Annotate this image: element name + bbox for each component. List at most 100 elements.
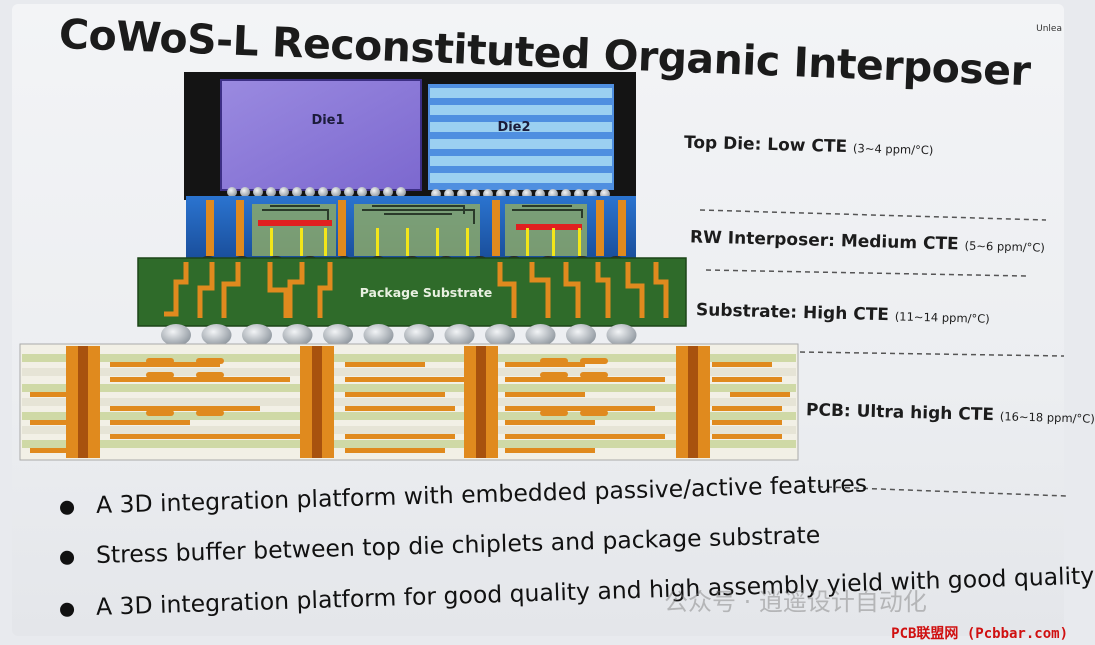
bga-ball	[363, 324, 394, 346]
substrate-trace	[497, 262, 517, 318]
pcb-via	[312, 346, 322, 458]
substrate-trace	[197, 262, 215, 318]
interposer-via	[300, 228, 303, 256]
corner-text: Unlea	[1036, 24, 1062, 34]
pcb-copper-trace	[110, 406, 260, 411]
micro-bump	[292, 187, 302, 197]
pcb-copper-trace	[345, 362, 425, 367]
pcb-pad	[196, 410, 224, 416]
micro-bump	[370, 187, 380, 197]
die2-block: Die2	[428, 84, 614, 190]
pcb-copper-trace	[345, 434, 455, 439]
die2-layer	[430, 122, 612, 132]
micro-bump	[227, 187, 237, 197]
pcb-pad	[196, 372, 224, 378]
pcb-core-layer	[22, 354, 796, 362]
pcb-copper-trace	[110, 420, 190, 425]
pcb-pad	[146, 358, 174, 364]
die1-block: Die1	[220, 79, 422, 191]
pcb-copper-trace	[505, 406, 655, 411]
substrate-trace	[563, 262, 581, 318]
micro-bump	[396, 187, 406, 197]
interposer-via	[436, 228, 439, 256]
interposer-via	[618, 200, 626, 256]
pcb-copper-trace	[30, 420, 90, 425]
bga-ball	[201, 324, 232, 346]
interposer-via	[492, 200, 500, 256]
bga-ball	[566, 324, 596, 346]
pcb-copper-trace	[345, 377, 465, 382]
interposer-via	[406, 228, 409, 256]
footer-source: PCB联盟网 (Pcbbar.com)	[891, 626, 1068, 642]
micro-bump	[318, 187, 328, 197]
die2-layer	[430, 173, 612, 183]
pcb-via	[476, 346, 486, 458]
interposer-via	[324, 228, 327, 256]
pcb-pad	[146, 372, 174, 378]
die1-label: Die1	[311, 113, 344, 128]
bullet-dot	[59, 602, 75, 617]
bga-ball	[444, 324, 475, 346]
bullet-dot	[59, 550, 75, 565]
bullet-dot	[59, 500, 75, 515]
pcb-copper-trace	[505, 448, 595, 453]
pcb-board	[19, 343, 799, 461]
package-substrate-label: Package Substrate	[360, 285, 493, 300]
rw-interposer	[186, 196, 636, 258]
die2-layer	[430, 105, 612, 115]
pcb-copper-trace	[505, 434, 665, 439]
pcb-copper-trace	[110, 377, 290, 382]
pcb-core-layer	[22, 398, 796, 406]
micro-bump	[357, 187, 367, 197]
interposer-via	[338, 200, 346, 256]
substrate-trace	[595, 262, 611, 318]
micro-bump	[266, 187, 276, 197]
interposer-via	[376, 228, 379, 256]
pcb-pad	[580, 410, 608, 416]
micro-bump	[253, 187, 263, 197]
pcb-pad	[580, 358, 608, 364]
bga-ball	[323, 324, 353, 346]
micro-bump	[279, 187, 289, 197]
substrate-trace	[287, 262, 305, 318]
interposer-via	[270, 228, 273, 256]
pcb-copper-trace	[30, 448, 80, 453]
pcb-via	[688, 346, 698, 458]
pcb-copper-trace	[505, 377, 665, 382]
micro-bump	[305, 187, 315, 197]
pcb-pad	[580, 372, 608, 378]
pcb-core-layer	[22, 384, 796, 392]
bga-ball	[485, 324, 515, 346]
pcb-copper-trace	[505, 362, 585, 367]
die2-layer	[430, 139, 612, 149]
pcb-pad	[540, 358, 568, 364]
pcb-copper-trace	[345, 392, 445, 397]
bga-ball	[282, 324, 313, 346]
micro-bump	[331, 187, 341, 197]
pcb-via	[78, 346, 88, 458]
pcb-copper-trace	[505, 420, 595, 425]
micro-bump	[383, 187, 393, 197]
substrate-trace	[653, 262, 669, 318]
bga-ball	[525, 324, 556, 346]
package-substrate: Package Substrate	[137, 257, 687, 327]
substrate-trace	[529, 262, 551, 318]
interposer-via	[578, 228, 581, 256]
bga-balls	[161, 324, 637, 346]
pcb-pad	[540, 372, 568, 378]
die2-label: Die2	[497, 120, 530, 135]
die2-layer	[430, 156, 612, 166]
substrate-trace	[267, 262, 289, 318]
pcb-copper-trace	[30, 392, 80, 397]
pcb-copper-trace	[345, 448, 445, 453]
pcb-copper-trace	[110, 434, 310, 439]
bga-ball	[161, 324, 191, 346]
pcb-copper-trace	[712, 420, 782, 425]
substrate-trace	[164, 262, 189, 317]
pcb-copper-trace	[345, 406, 455, 411]
pcb-pad	[540, 410, 568, 416]
interposer-via	[526, 228, 529, 256]
micro-bump	[240, 187, 250, 197]
bga-ball	[404, 324, 434, 346]
